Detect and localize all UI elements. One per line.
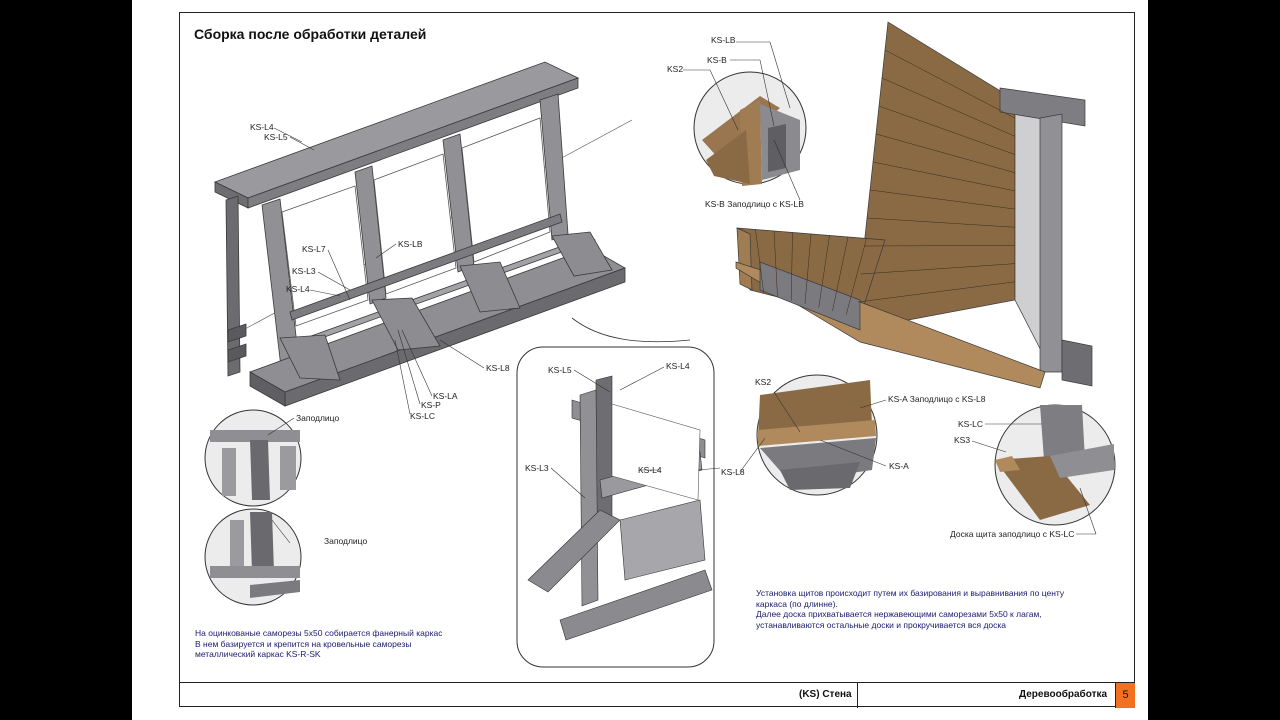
label-ks-l3-detail: KS-L3 xyxy=(525,463,549,473)
bench-seat-seam xyxy=(832,236,849,312)
label-zapodlitso-2: Заподлицо xyxy=(324,536,368,546)
note-right-line: Установка щитов происходит путем их бази… xyxy=(756,588,1065,598)
bench-seat-seam xyxy=(773,230,778,298)
label-ks-l4-detail2: KS-L4 xyxy=(638,465,662,475)
label-ks-l3-main: KS-L3 xyxy=(292,266,316,276)
note-left-line: металлический каркас KS-R-SK xyxy=(195,649,321,659)
label-ks-a-mid: KS-A xyxy=(889,461,909,471)
note-right-line: каркаса (по длинне). xyxy=(756,598,838,609)
label-ks-l5-top: KS-L5 xyxy=(264,132,288,142)
bench-seat-seam xyxy=(755,229,764,294)
note-left-line: На оцинкованые саморезы 5х50 собирается … xyxy=(195,628,443,638)
title-block-divider xyxy=(857,683,858,708)
title-block: (KS) Стена Деревообработка 5 xyxy=(179,682,1135,708)
label-ks2-mid: KS2 xyxy=(755,377,772,387)
drawing-frame xyxy=(179,12,1135,707)
label-ks-p-main: KS-P xyxy=(421,400,441,410)
label-board-flush: Доска щита заподлицо с KS-LC xyxy=(950,529,1075,539)
note-right: Установка щитов происходит путем их бази… xyxy=(756,588,1064,630)
detail-circle-flush-1 xyxy=(204,409,302,507)
label-ks-l4-top: KS-L4 xyxy=(250,122,274,132)
title-block-divider xyxy=(1115,683,1116,708)
bench-board-seam xyxy=(869,189,1016,210)
label-ks-l4-main: KS-L4 xyxy=(286,284,310,294)
bench-seat-seam xyxy=(791,232,793,301)
label-ks-lb-tr: KS-LB xyxy=(711,35,736,45)
detail-circle-flush-2 xyxy=(204,508,302,606)
bench-drawing xyxy=(735,21,1093,389)
bench-seat-seam xyxy=(804,233,812,305)
bench-board-seam xyxy=(857,281,1016,303)
bench-board-seam xyxy=(881,77,1016,137)
bench-board-seam xyxy=(884,49,1016,119)
bench-board-seam xyxy=(872,161,1016,192)
note-right-line: устанавливаются остальные доски и прокру… xyxy=(756,619,1007,630)
note-left-line: В нем базируется и крепится на кровельны… xyxy=(195,638,412,649)
bench-board-seam xyxy=(863,245,1016,247)
label-ks-l4-detail: KS-L4 xyxy=(666,361,690,371)
label-ks-b-flush: KS-B Заподлицо с KS-LB xyxy=(705,199,804,209)
label-zapodlitso-1: Заподлицо xyxy=(296,413,340,423)
label-ks-lb-main: KS-LB xyxy=(398,239,423,249)
label-ks-lc-main: KS-LC xyxy=(410,411,436,421)
label-ks-l5-detail: KS-L5 xyxy=(548,365,572,375)
label-ks-la-main: KS-LA xyxy=(433,391,458,401)
bench-board-seam xyxy=(878,105,1016,155)
detail-circle-ks-b xyxy=(693,71,807,186)
label-ks3-right: KS3 xyxy=(954,435,971,445)
page-number: 5 xyxy=(1116,683,1135,708)
bench-board-lines xyxy=(755,49,1016,315)
bench-board-seam xyxy=(875,133,1016,173)
detail-circle-ks-lc xyxy=(994,404,1116,526)
detail-circle-ks-a xyxy=(756,374,878,496)
label-ks-l7: KS-L7 xyxy=(302,244,326,254)
bench-seat-seam xyxy=(818,235,830,308)
bench-board-seam xyxy=(860,263,1016,275)
leader-lines xyxy=(267,41,1097,535)
detail-frame-l3-l4 xyxy=(516,346,715,668)
label-ks2-tr: KS2 xyxy=(667,64,684,74)
page-title: Сборка после обработки деталей xyxy=(194,26,427,42)
label-ks-a-flush: KS-A Заподлицо с KS-L8 xyxy=(888,394,986,404)
note-right-line: Далее доска прихватывается нержавеющими … xyxy=(756,609,1042,619)
main-frame-drawing xyxy=(213,61,633,407)
label-ks-lc-right: KS-LC xyxy=(958,419,984,429)
label-ks-l8-main: KS-L8 xyxy=(486,363,510,373)
bench-board-seam xyxy=(866,217,1016,228)
bench-seat-seam xyxy=(846,238,867,315)
footer-department: Деревообработка xyxy=(1019,689,1108,700)
note-left: На оцинкованые саморезы 5х50 собирается … xyxy=(195,628,442,660)
footer-product: (KS) Стена xyxy=(799,689,852,700)
label-ks-b-tr: KS-B xyxy=(707,55,727,65)
label-ks-l8-mid: KS-L8 xyxy=(721,467,745,477)
